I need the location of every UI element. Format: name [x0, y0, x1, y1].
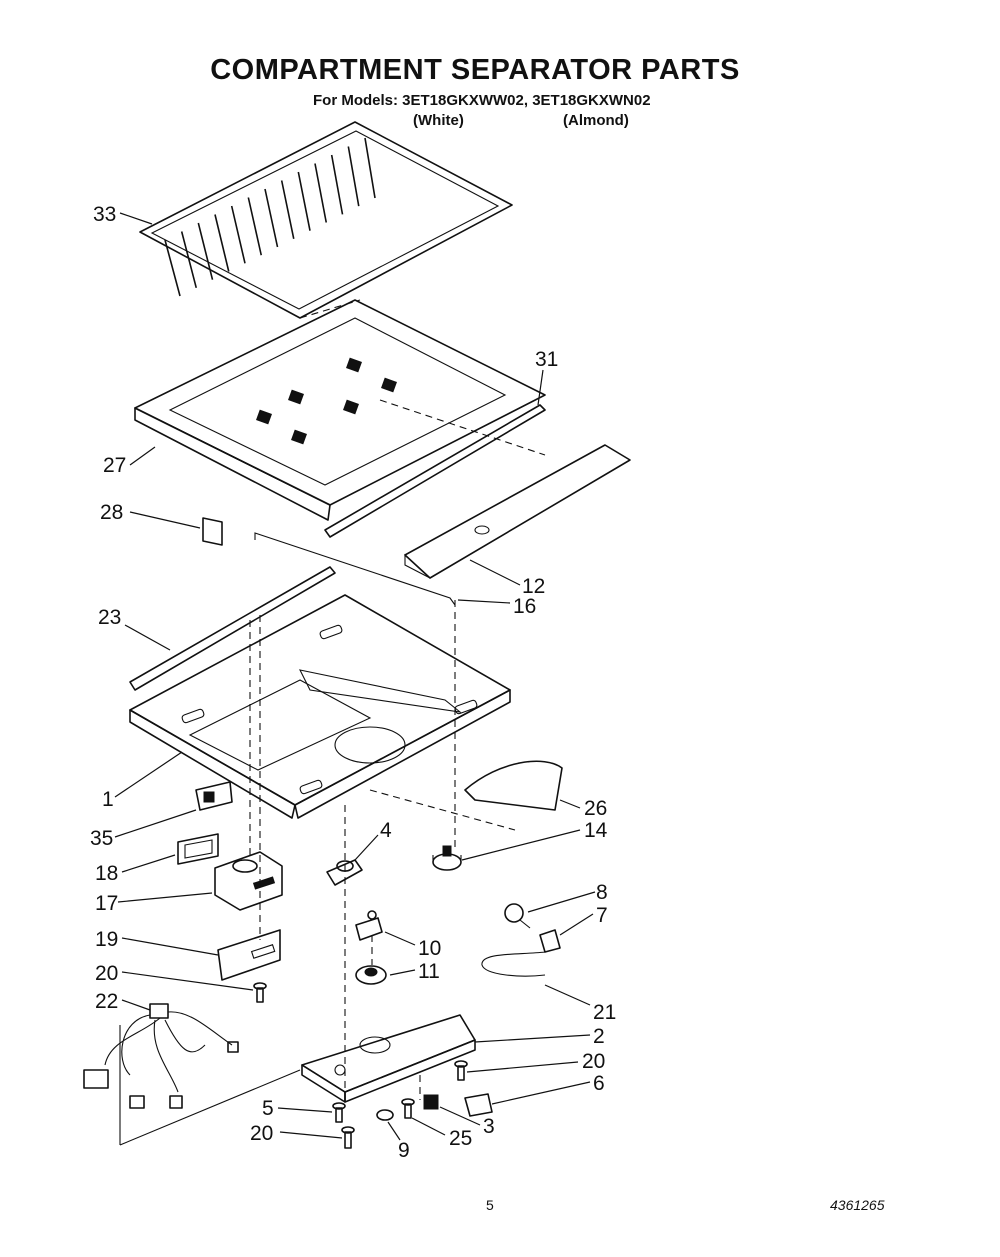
shelf-slat	[247, 197, 263, 256]
part-21-lead	[481, 951, 546, 977]
callout-20-bottom: 20	[250, 1122, 273, 1145]
callout-17: 17	[95, 892, 118, 915]
part-2-base-housing	[301, 1014, 476, 1103]
part-11-disc	[355, 965, 387, 985]
part-19-bracket	[217, 929, 281, 981]
callout-10: 10	[418, 937, 441, 960]
callout-35: 35	[90, 827, 113, 850]
callout-20-upper: 20	[95, 962, 118, 985]
shelf-slat	[264, 188, 279, 248]
part-14-knob	[432, 845, 462, 871]
shelf-slat	[214, 214, 230, 272]
callout-16: 16	[513, 595, 536, 618]
assembly-lines	[119, 299, 546, 1146]
shelf-slat	[347, 146, 360, 207]
callout-4: 4	[380, 819, 392, 842]
callout-25: 25	[449, 1127, 472, 1150]
page-number: 5	[486, 1197, 494, 1213]
part-10-switch	[355, 910, 383, 941]
part-26-insulation	[464, 760, 563, 811]
callout-5: 5	[262, 1097, 274, 1120]
shelf-slat	[314, 163, 328, 223]
shelf-slat	[297, 171, 311, 231]
models-line: For Models: 3ET18GKXWW02, 3ET18GKXWN02	[313, 92, 651, 109]
shelf-slat	[364, 137, 376, 199]
part-25-screw	[401, 1098, 415, 1119]
callout-11: 11	[418, 960, 440, 983]
callout-labels: 33 31 27 28 12 16 23 1 26 14 35 4 18 17 …	[90, 203, 616, 1162]
part-8-bulb	[504, 903, 531, 929]
callout-28: 28	[100, 501, 123, 524]
shelf-slat	[330, 154, 344, 215]
color-almond-label: (Almond)	[563, 112, 629, 129]
part-22-wiring-harness	[83, 1003, 239, 1109]
callout-26: 26	[584, 797, 607, 820]
callout-6: 6	[593, 1072, 605, 1095]
callout-2: 2	[593, 1025, 605, 1048]
part-28-cap	[202, 517, 223, 546]
page-title: COMPARTMENT SEPARATOR PARTS	[210, 54, 740, 86]
part-17-housing	[214, 851, 283, 911]
callout-18: 18	[95, 862, 118, 885]
document-number: 4361265	[830, 1197, 885, 1213]
callout-33: 33	[93, 203, 116, 226]
color-white-label: (White)	[413, 112, 464, 129]
callout-21: 21	[593, 1001, 616, 1024]
callout-3: 3	[483, 1115, 495, 1138]
part-23-tray	[129, 566, 336, 691]
shelf-slat	[280, 180, 295, 239]
part-9-washer	[376, 1109, 394, 1121]
part-6-button	[464, 1093, 493, 1117]
part-20-screw-right	[454, 1060, 468, 1081]
part-27-separator-frame	[134, 299, 546, 521]
callout-9: 9	[398, 1139, 410, 1162]
part-31-strip	[324, 404, 546, 538]
callout-23: 23	[98, 606, 121, 629]
part-18-bezel	[177, 833, 219, 865]
callout-1: 1	[102, 788, 114, 811]
callout-14: 14	[584, 819, 608, 842]
part-3-switch	[423, 1094, 439, 1110]
callout-19: 19	[95, 928, 118, 951]
callout-31: 31	[535, 348, 558, 371]
shelf-slat	[180, 231, 198, 289]
part-5-screw	[332, 1102, 346, 1123]
callout-20-right: 20	[582, 1050, 605, 1073]
part-35-plug	[195, 781, 233, 811]
part-33-shelf	[139, 121, 513, 319]
part-16-wire	[254, 532, 456, 606]
shelf-slat	[230, 205, 246, 264]
part-20-screw-bottom	[341, 1126, 355, 1149]
leader-lines	[114, 212, 596, 1141]
part-12-channel	[404, 444, 631, 579]
shelf-slat	[164, 239, 181, 297]
part-1-plate	[129, 594, 511, 819]
part-20-screw-left	[253, 982, 267, 1003]
callout-12: 12	[522, 575, 545, 598]
callout-8: 8	[596, 881, 608, 904]
shelf-slat	[197, 222, 214, 280]
callout-7: 7	[596, 904, 608, 927]
part-7-socket	[539, 929, 561, 953]
callout-22: 22	[95, 990, 118, 1013]
callout-27: 27	[103, 454, 126, 477]
